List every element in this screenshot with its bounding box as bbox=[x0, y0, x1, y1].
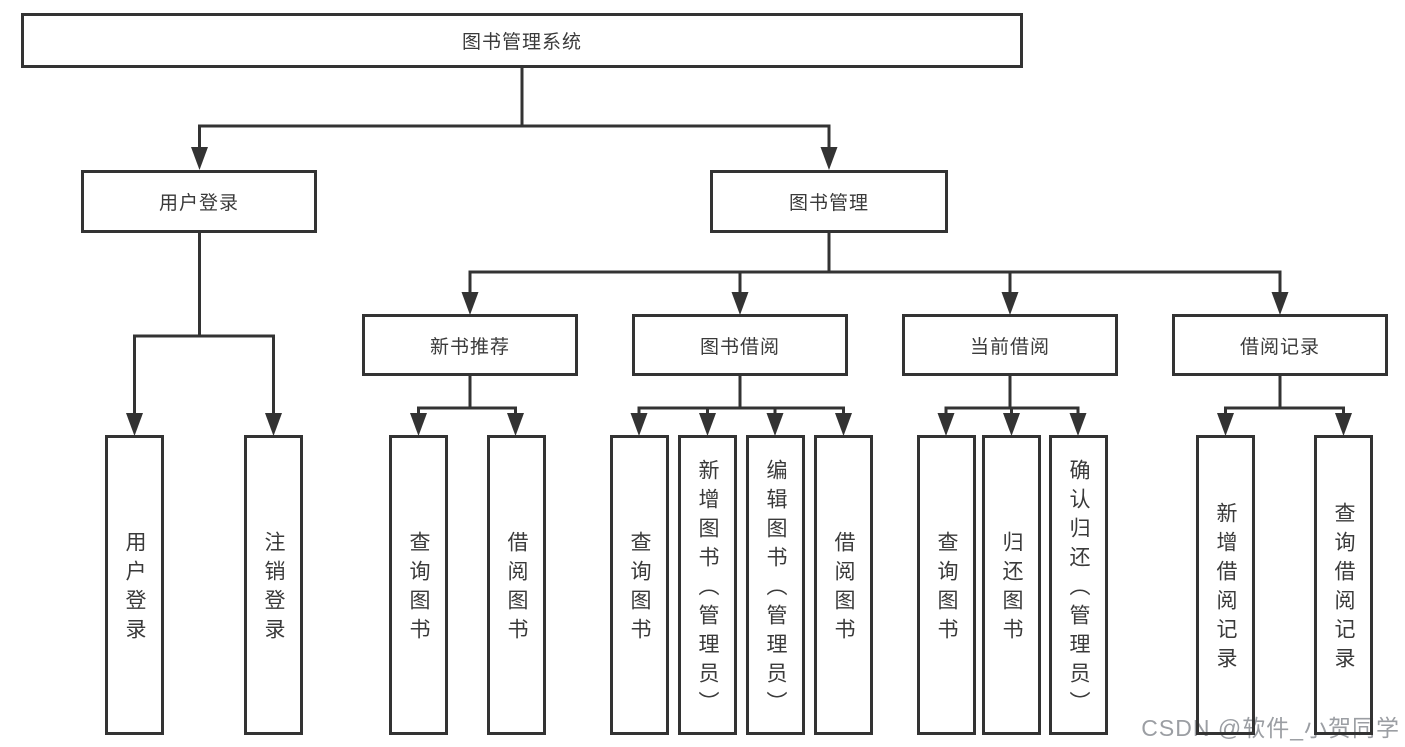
node-label: 借阅图书 bbox=[505, 531, 528, 647]
leaf-current-confirm-return-admin: 确认归还（管理员） bbox=[1049, 435, 1108, 735]
arrow-down-icon bbox=[937, 413, 955, 436]
arrow-down-icon bbox=[820, 147, 838, 170]
node-current-borrowing: 当前借阅 bbox=[902, 314, 1118, 376]
arrow-down-icon bbox=[265, 413, 282, 436]
node-label: 归还图书 bbox=[1000, 531, 1023, 647]
arrow-down-icon bbox=[410, 413, 427, 436]
node-borrowing-records: 借阅记录 bbox=[1172, 314, 1388, 376]
arrow-down-icon bbox=[1335, 413, 1352, 436]
arrow-down-icon bbox=[1217, 413, 1234, 436]
node-label: 编辑图书（管理员） bbox=[764, 458, 787, 720]
leaf-borrowing-query-books: 查询图书 bbox=[610, 435, 669, 735]
arrow-down-icon bbox=[1003, 413, 1020, 436]
node-label: 借阅图书 bbox=[832, 531, 855, 647]
node-label: 查询图书 bbox=[935, 531, 958, 647]
node-user-login: 用户登录 bbox=[81, 170, 317, 233]
arrow-down-icon bbox=[699, 413, 716, 436]
leaf-borrowing-borrow-books: 借阅图书 bbox=[814, 435, 873, 735]
node-label: 借阅记录 bbox=[1239, 336, 1320, 358]
arrow-down-icon bbox=[191, 147, 208, 170]
arrow-down-icon bbox=[126, 413, 143, 436]
node-label: 新增图书（管理员） bbox=[696, 458, 719, 720]
node-label: 查询图书 bbox=[628, 531, 651, 647]
node-label: 确认归还（管理员） bbox=[1067, 458, 1090, 720]
leaf-recommend-query-books: 查询图书 bbox=[389, 435, 448, 735]
leaf-current-return-books: 归还图书 bbox=[982, 435, 1041, 735]
leaf-logout: 注销登录 bbox=[244, 435, 303, 735]
arrow-down-icon bbox=[507, 413, 524, 436]
leaf-recommend-borrow-books: 借阅图书 bbox=[487, 435, 546, 735]
arrow-down-icon bbox=[1001, 292, 1019, 315]
node-label: 查询图书 bbox=[407, 531, 430, 647]
node-label: 新书推荐 bbox=[429, 336, 510, 358]
arrow-down-icon bbox=[1069, 413, 1087, 436]
arrow-down-icon bbox=[731, 292, 749, 315]
leaf-current-query-books: 查询图书 bbox=[917, 435, 976, 735]
leaf-records-query-record: 查询借阅记录 bbox=[1314, 435, 1373, 735]
node-label: 新增借阅记录 bbox=[1214, 502, 1237, 676]
node-book-management: 图书管理 bbox=[710, 170, 948, 233]
node-label: 注销登录 bbox=[262, 531, 285, 647]
arrow-down-icon bbox=[1271, 292, 1289, 315]
csdn-watermark: CSDN @软件_小贺同学 bbox=[1141, 715, 1400, 741]
node-label: 用户登录 bbox=[123, 531, 146, 647]
node-book-borrowing: 图书借阅 bbox=[632, 314, 848, 376]
arrow-down-icon bbox=[461, 292, 479, 315]
leaf-user-login: 用户登录 bbox=[105, 435, 164, 735]
arrow-down-icon bbox=[630, 413, 648, 436]
node-label: 图书管理 bbox=[788, 193, 869, 214]
node-new-book-recommend: 新书推荐 bbox=[362, 314, 578, 376]
arrow-down-icon bbox=[766, 413, 784, 436]
leaf-records-add-record: 新增借阅记录 bbox=[1196, 435, 1255, 735]
node-label: 图书管理系统 bbox=[461, 32, 582, 53]
leaf-borrowing-edit-books-admin: 编辑图书（管理员） bbox=[746, 435, 805, 735]
node-label: 图书借阅 bbox=[699, 336, 780, 358]
node-label: 查询借阅记录 bbox=[1332, 502, 1355, 676]
leaf-borrowing-add-books-admin: 新增图书（管理员） bbox=[678, 435, 737, 735]
node-library-management-system: 图书管理系统 bbox=[21, 13, 1023, 68]
node-label: 用户登录 bbox=[158, 193, 239, 214]
node-label: 当前借阅 bbox=[969, 336, 1050, 358]
arrow-down-icon bbox=[835, 413, 852, 436]
